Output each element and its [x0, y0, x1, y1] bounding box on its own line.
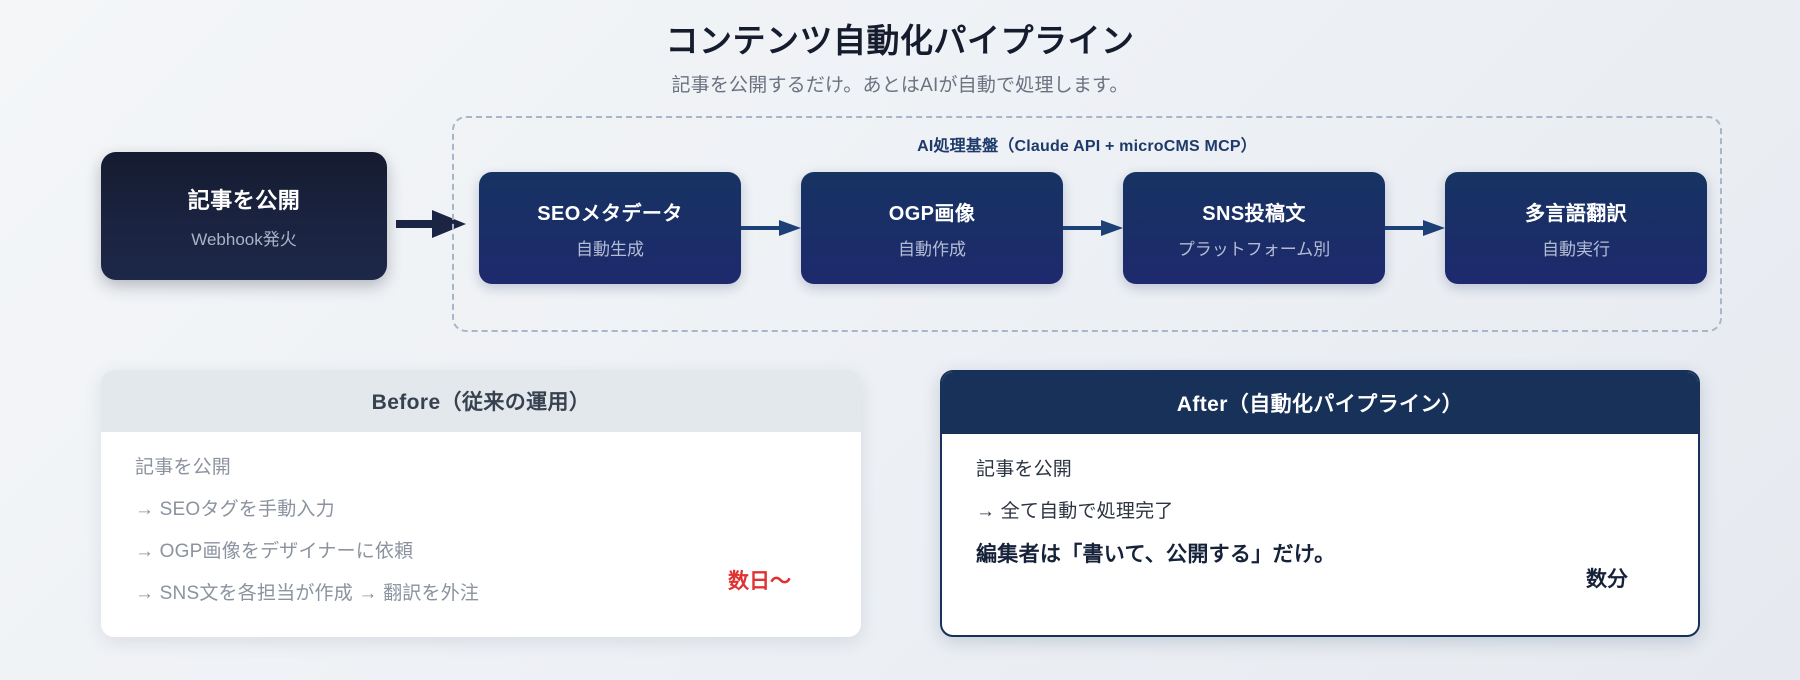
before-line: → SNS文を各担当が作成 → 翻訳を外注: [135, 583, 480, 604]
step-subtitle: 自動生成: [576, 239, 644, 259]
after-highlight: 編集者は「書いて、公開する」だけ。: [976, 543, 1336, 566]
ai-platform-group: AI処理基盤（Claude API + microCMS MCP） SEOメタデ…: [452, 116, 1722, 332]
before-card-body: 記事を公開 → SEOタグを手動入力 → OGP画像をデザイナーに依頼 → SN…: [101, 432, 861, 637]
after-line: 記事を公開: [976, 459, 1073, 480]
after-card-body: 記事を公開 → 全て自動で処理完了 編集者は「書いて、公開する」だけ。 数分: [942, 434, 1698, 635]
after-card-heading: After（自動化パイプライン）: [942, 372, 1698, 434]
arrow-right-icon-step-1: [741, 218, 801, 238]
pipeline-step-seo[interactable]: SEOメタデータ 自動生成: [479, 172, 741, 284]
page-subtitle: 記事を公開するだけ。あとはAIが自動で処理します。: [671, 75, 1129, 97]
step-subtitle: プラットフォーム別: [1177, 239, 1331, 259]
step-title: SNS投稿文: [1202, 202, 1306, 225]
arrow-right-icon-step-2: [1063, 218, 1123, 238]
after-duration-badge: 数分: [1586, 568, 1628, 591]
step-title: SEOメタデータ: [537, 202, 683, 225]
pipeline-step-translation[interactable]: 多言語翻訳 自動実行: [1445, 172, 1707, 284]
step-subtitle: 自動作成: [898, 239, 966, 259]
pipeline-step-sns[interactable]: SNS投稿文 プラットフォーム別: [1123, 172, 1385, 284]
before-card-heading: Before（従来の運用）: [101, 370, 861, 432]
start-node-title: 記事を公開: [187, 187, 301, 213]
before-line: → OGP画像をデザイナーに依頼: [135, 541, 414, 562]
before-line: 記事を公開: [135, 457, 232, 478]
page-title: コンテンツ自動化パイプライン: [665, 22, 1135, 59]
after-line: → 全て自動で処理完了: [976, 501, 1174, 522]
pipeline-start-node[interactable]: 記事を公開 Webhook発火: [101, 152, 387, 280]
step-title: 多言語翻訳: [1525, 202, 1627, 225]
step-title: OGP画像: [888, 202, 976, 225]
before-line: → SEOタグを手動入力: [135, 499, 335, 520]
start-node-subtitle: Webhook発火: [191, 229, 297, 249]
before-duration-badge: 数日〜: [728, 570, 791, 593]
arrow-right-icon-step-3: [1385, 218, 1445, 238]
pipeline-steps: SEOメタデータ 自動生成 OGP画像 自動作成 SNS: [479, 172, 1707, 284]
ai-platform-group-label: AI処理基盤（Claude API + microCMS MCP）: [917, 138, 1257, 155]
comparison-section: Before（従来の運用） 記事を公開 → SEOタグを手動入力 → OGP画像…: [0, 360, 1800, 650]
before-card: Before（従来の運用） 記事を公開 → SEOタグを手動入力 → OGP画像…: [101, 370, 861, 637]
pipeline-diagram: 記事を公開 Webhook発火 AI処理基盤（Claude API + micr…: [0, 116, 1800, 332]
step-subtitle: 自動実行: [1542, 239, 1610, 259]
page-header: コンテンツ自動化パイプライン 記事を公開するだけ。あとはAIが自動で処理します。: [0, 0, 1800, 97]
arrow-right-icon-primary: [396, 210, 466, 238]
pipeline-step-ogp[interactable]: OGP画像 自動作成: [801, 172, 1063, 284]
after-card: After（自動化パイプライン） 記事を公開 → 全て自動で処理完了 編集者は「…: [940, 370, 1700, 637]
